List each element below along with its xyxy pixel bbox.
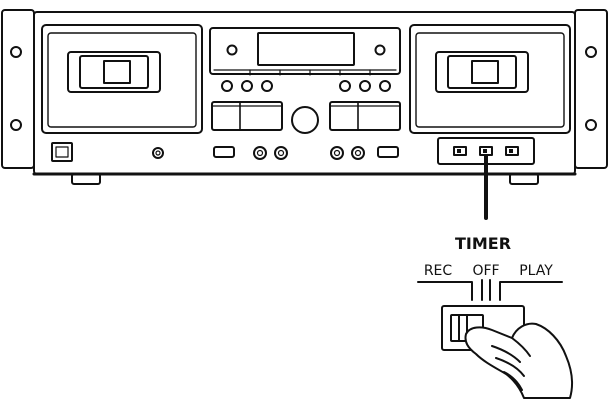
rec-bracket-line xyxy=(417,281,473,301)
center-volume-knob[interactable] xyxy=(291,106,319,134)
display-window xyxy=(257,32,355,66)
cassette-door-left[interactable] xyxy=(41,24,203,134)
headphone-jack[interactable] xyxy=(152,147,164,159)
left-rack-hole-bottom xyxy=(10,119,22,131)
timer-label: TIMER xyxy=(455,234,511,253)
right-indicator-knob xyxy=(374,44,386,56)
play-label: PLAY xyxy=(519,263,553,279)
display-panel xyxy=(209,27,401,75)
right-transport-buttons[interactable] xyxy=(329,101,401,131)
right-rack-ear xyxy=(574,9,608,169)
off-label: OFF xyxy=(472,263,499,279)
right-small-button-3[interactable] xyxy=(379,80,391,92)
left-transport-buttons[interactable] xyxy=(211,101,283,131)
right-rack-hole-bottom xyxy=(585,119,597,131)
right-foot xyxy=(509,173,539,185)
left-indicator-knob xyxy=(226,44,238,56)
timer-switch-rec-slot xyxy=(453,146,467,156)
left-small-button-1[interactable] xyxy=(221,80,233,92)
left-rack-hole-top xyxy=(10,46,22,58)
left-small-button-2[interactable] xyxy=(241,80,253,92)
left-bottom-switch[interactable] xyxy=(213,146,235,158)
right-small-button-2[interactable] xyxy=(359,80,371,92)
left-bottom-knob-1[interactable] xyxy=(253,146,267,160)
cassette-door-right[interactable] xyxy=(409,24,571,134)
right-small-button-1[interactable] xyxy=(339,80,351,92)
right-bottom-knob-1[interactable] xyxy=(330,146,344,160)
right-bottom-switch[interactable] xyxy=(377,146,399,158)
left-bottom-knob-2[interactable] xyxy=(274,146,288,160)
left-small-button-3[interactable] xyxy=(261,80,273,92)
right-bottom-knob-2[interactable] xyxy=(351,146,365,160)
timer-switch-play-slot xyxy=(505,146,519,156)
left-rack-ear xyxy=(1,9,35,169)
power-button[interactable] xyxy=(51,142,73,162)
play-bracket-line xyxy=(499,281,563,301)
right-rack-hole-top xyxy=(585,46,597,58)
rec-label: REC xyxy=(424,263,453,279)
left-foot xyxy=(71,173,101,185)
